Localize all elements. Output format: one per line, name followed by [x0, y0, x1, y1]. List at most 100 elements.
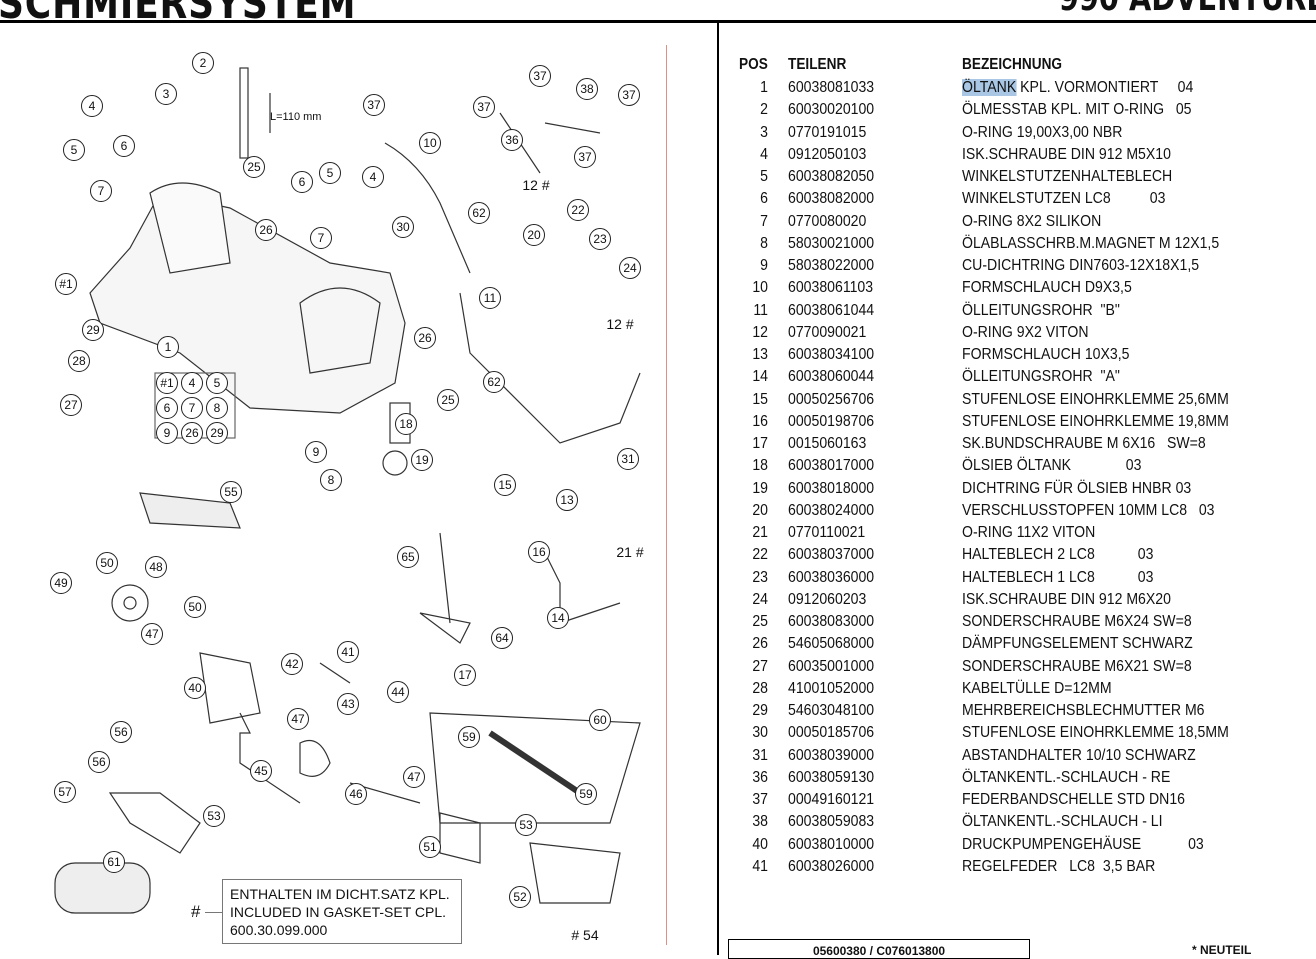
gasket-note-line2: INCLUDED IN GASKET-SET CPL. [230, 904, 447, 920]
description-text: WINKELSTUTZENHALTEBLECH [962, 168, 1173, 185]
row-part-number: 60038082000 [788, 190, 875, 208]
row-pos: 19 [752, 479, 768, 497]
row-description: FORMSCHLAUCH D9X3,5 [962, 279, 1132, 297]
description-text: ÖLABLASSCHRB.M.MAGNET M 12X1,5 [962, 234, 1220, 252]
gasket-note-box: ENTHALTEN IM DICHT.SATZ KPL. INCLUDED IN… [222, 879, 462, 944]
row-part-number: 60038037000 [788, 546, 875, 564]
row-pos: 31 [752, 746, 768, 764]
row-part-number: 00050198706 [788, 412, 875, 430]
description-text: ÖLLEITUNGSROHR "B" [962, 301, 1120, 319]
callout-50: 50 [96, 552, 118, 574]
callout-51: 51 [419, 836, 441, 858]
header-pos: POS [739, 56, 768, 73]
callout-62: 62 [468, 202, 490, 224]
callout-64: 64 [491, 627, 513, 649]
callout-42: 42 [281, 653, 303, 675]
row-description: STUFENLOSE EINOHRKLEMME 19,8MM [962, 413, 1229, 431]
callout-56: 56 [110, 721, 132, 743]
row-pos: 20 [752, 501, 768, 519]
row-description: CU-DICHTRING DIN7603-12X18X1,5 [962, 257, 1199, 275]
row-pos: 12 [752, 323, 768, 341]
callout-26: 26 [255, 219, 277, 241]
row-description: ÖLLEITUNGSROHR "A" [962, 368, 1120, 386]
header-bezeichnung: BEZEICHNUNG [962, 56, 1063, 73]
row-part-number: 60038059130 [788, 768, 875, 786]
callout-3: 3 [155, 83, 177, 105]
row-pos: 15 [752, 390, 768, 408]
row-pos: 17 [752, 435, 768, 452]
callout-31: 31 [617, 448, 639, 470]
row-description: SONDERSCHRAUBE M6X24 SW=8 [962, 613, 1192, 631]
description-text: ÖLSIEB ÖLTANK 03 [962, 457, 1142, 475]
row-part-number: 60038017000 [788, 457, 875, 475]
highlighted-text: ÖLTANK [962, 79, 1017, 96]
row-pos: 9 [760, 257, 768, 274]
row-part-number: 60038060044 [788, 368, 875, 386]
callout-61: 61 [103, 851, 125, 873]
row-description: WINKELSTUTZENHALTEBLECH [962, 168, 1172, 186]
row-pos: 6 [760, 190, 768, 208]
row-description: HALTEBLECH 2 LC8 03 [962, 546, 1153, 564]
callout-55: 55 [220, 481, 242, 503]
row-pos: 11 [753, 301, 768, 319]
description-text: O-RING 9X2 VITON [962, 323, 1089, 341]
callout-6: 6 [291, 171, 313, 193]
gasket-hash: # [191, 902, 201, 921]
catalog-code: 05600380 / C076013800 [728, 939, 1030, 959]
description-text: WINKELSTUTZEN LC8 03 [962, 190, 1166, 208]
row-pos: 5 [760, 168, 768, 185]
callout-24: 24 [619, 257, 641, 279]
callout-13: 13 [556, 489, 578, 511]
description-text: REGELFEDER LC8 3,5 BAR [962, 857, 1156, 875]
row-description: SONDERSCHRAUBE M6X21 SW=8 [962, 658, 1192, 676]
description-text: ÖLTANKENTL.-SCHLAUCH - LI [962, 813, 1163, 831]
description-text: HALTEBLECH 1 LC8 03 [962, 568, 1154, 586]
description-text: STUFENLOSE EINOHRKLEMME 19,8MM [962, 412, 1229, 430]
row-description: FORMSCHLAUCH 10X3,5 [962, 346, 1129, 364]
row-part-number: 60038039000 [788, 746, 875, 764]
row-description: STUFENLOSE EINOHRKLEMME 25,6MM [962, 391, 1229, 409]
row-pos: 28 [752, 679, 768, 697]
row-part-number: 60038024000 [788, 501, 875, 519]
row-part-number: 00049160121 [788, 791, 875, 808]
description-text: O-RING 11X2 VITON [962, 524, 1096, 541]
callout-20: 20 [523, 224, 545, 246]
callout-1: #1 [55, 273, 77, 295]
row-pos: 4 [760, 145, 768, 163]
callout-17: 17 [454, 664, 476, 686]
description-text: O-RING 19,00X3,00 NBR [962, 123, 1123, 141]
callout-26: 26 [414, 327, 436, 349]
description-text: MEHRBEREICHSBLECHMUTTER M6 [962, 702, 1205, 719]
margin-line [666, 45, 667, 945]
description-text: FEDERBANDSCHELLE STD DN16 [962, 791, 1185, 808]
callout-12: 12 # [522, 174, 550, 196]
description-text: ÖLLEITUNGSROHR "A" [962, 368, 1120, 386]
row-description: DICHTRING FÜR ÖLSIEB HNBR 03 [962, 480, 1191, 498]
row-pos: 10 [752, 279, 768, 297]
description-text: ÖLMESSTAB KPL. MIT O-RING 05 [962, 101, 1192, 119]
callout-53: 53 [515, 814, 537, 836]
row-part-number: 0015060163 [788, 435, 867, 452]
callout-48: 48 [145, 556, 167, 578]
callout-37: 37 [473, 96, 495, 118]
callout-10: 10 [419, 132, 441, 154]
gasket-note-line3: 600.30.099.000 [230, 922, 328, 938]
row-part-number: 00050185706 [788, 724, 875, 742]
callout-7: 7 [310, 227, 332, 249]
row-description: ABSTANDHALTER 10/10 SCHWARZ [962, 747, 1196, 765]
dipstick-length-label: L=110 mm [270, 111, 322, 123]
callout-37: 37 [529, 65, 551, 87]
row-pos: 26 [752, 635, 768, 653]
callout-11: 11 [479, 287, 501, 309]
callout-41: 41 [337, 641, 359, 663]
row-part-number: 60038061044 [788, 301, 875, 319]
row-part-number: 60038081033 [788, 79, 875, 96]
row-part-number: 60038059083 [788, 813, 875, 831]
page-title: SCHMIERSYSTEM [0, 0, 357, 29]
row-pos: 23 [752, 568, 768, 586]
row-pos: 3 [760, 123, 768, 141]
row-pos: 27 [752, 657, 768, 675]
row-description: ÖLLEITUNGSROHR "B" [962, 302, 1120, 320]
description-text: ISK.SCHRAUBE DIN 912 M5X10 [962, 145, 1171, 163]
description-text: DÄMPFUNGSELEMENT SCHWARZ [962, 635, 1193, 653]
